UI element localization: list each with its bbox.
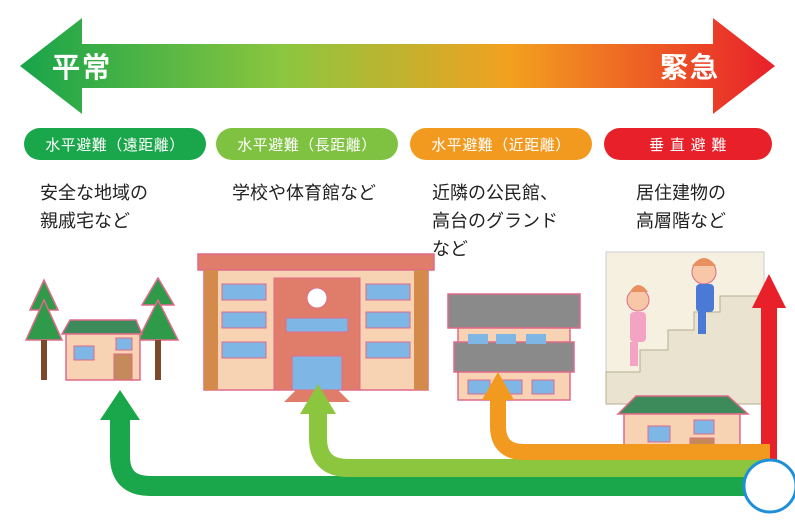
category-pill-vertical: 垂 直 避 難 xyxy=(604,128,772,160)
category-desc-near: 近隣の公民館、 高台のグランド など xyxy=(432,183,558,260)
relative-house-illustration xyxy=(24,276,180,381)
category-desc-vertical: 居住建物の 高層階など xyxy=(636,183,726,232)
far-evacuation-arrow xyxy=(100,390,770,496)
category-desc-long: 学校や体育館など xyxy=(232,183,376,204)
long-evacuation-arrow xyxy=(300,384,770,477)
stairs-scene-illustration xyxy=(605,251,765,405)
category-desc-far: 安全な地域の 親戚宅など xyxy=(40,183,148,232)
scale-left-label: 平常 xyxy=(52,51,113,84)
category-pill-near: 水平避難（近距離） xyxy=(410,128,592,160)
school-building-illustration xyxy=(197,253,435,402)
near-evacuation-arrow xyxy=(482,372,770,460)
vertical-evacuation-arrow xyxy=(752,274,786,468)
category-pill-long: 水平避難（長距離） xyxy=(216,128,398,160)
community-hall-illustration xyxy=(447,293,581,401)
scale-right-label: 緊急 xyxy=(660,51,721,84)
start-node xyxy=(742,458,795,514)
category-pill-far: 水平避難（遠距離） xyxy=(24,128,206,160)
